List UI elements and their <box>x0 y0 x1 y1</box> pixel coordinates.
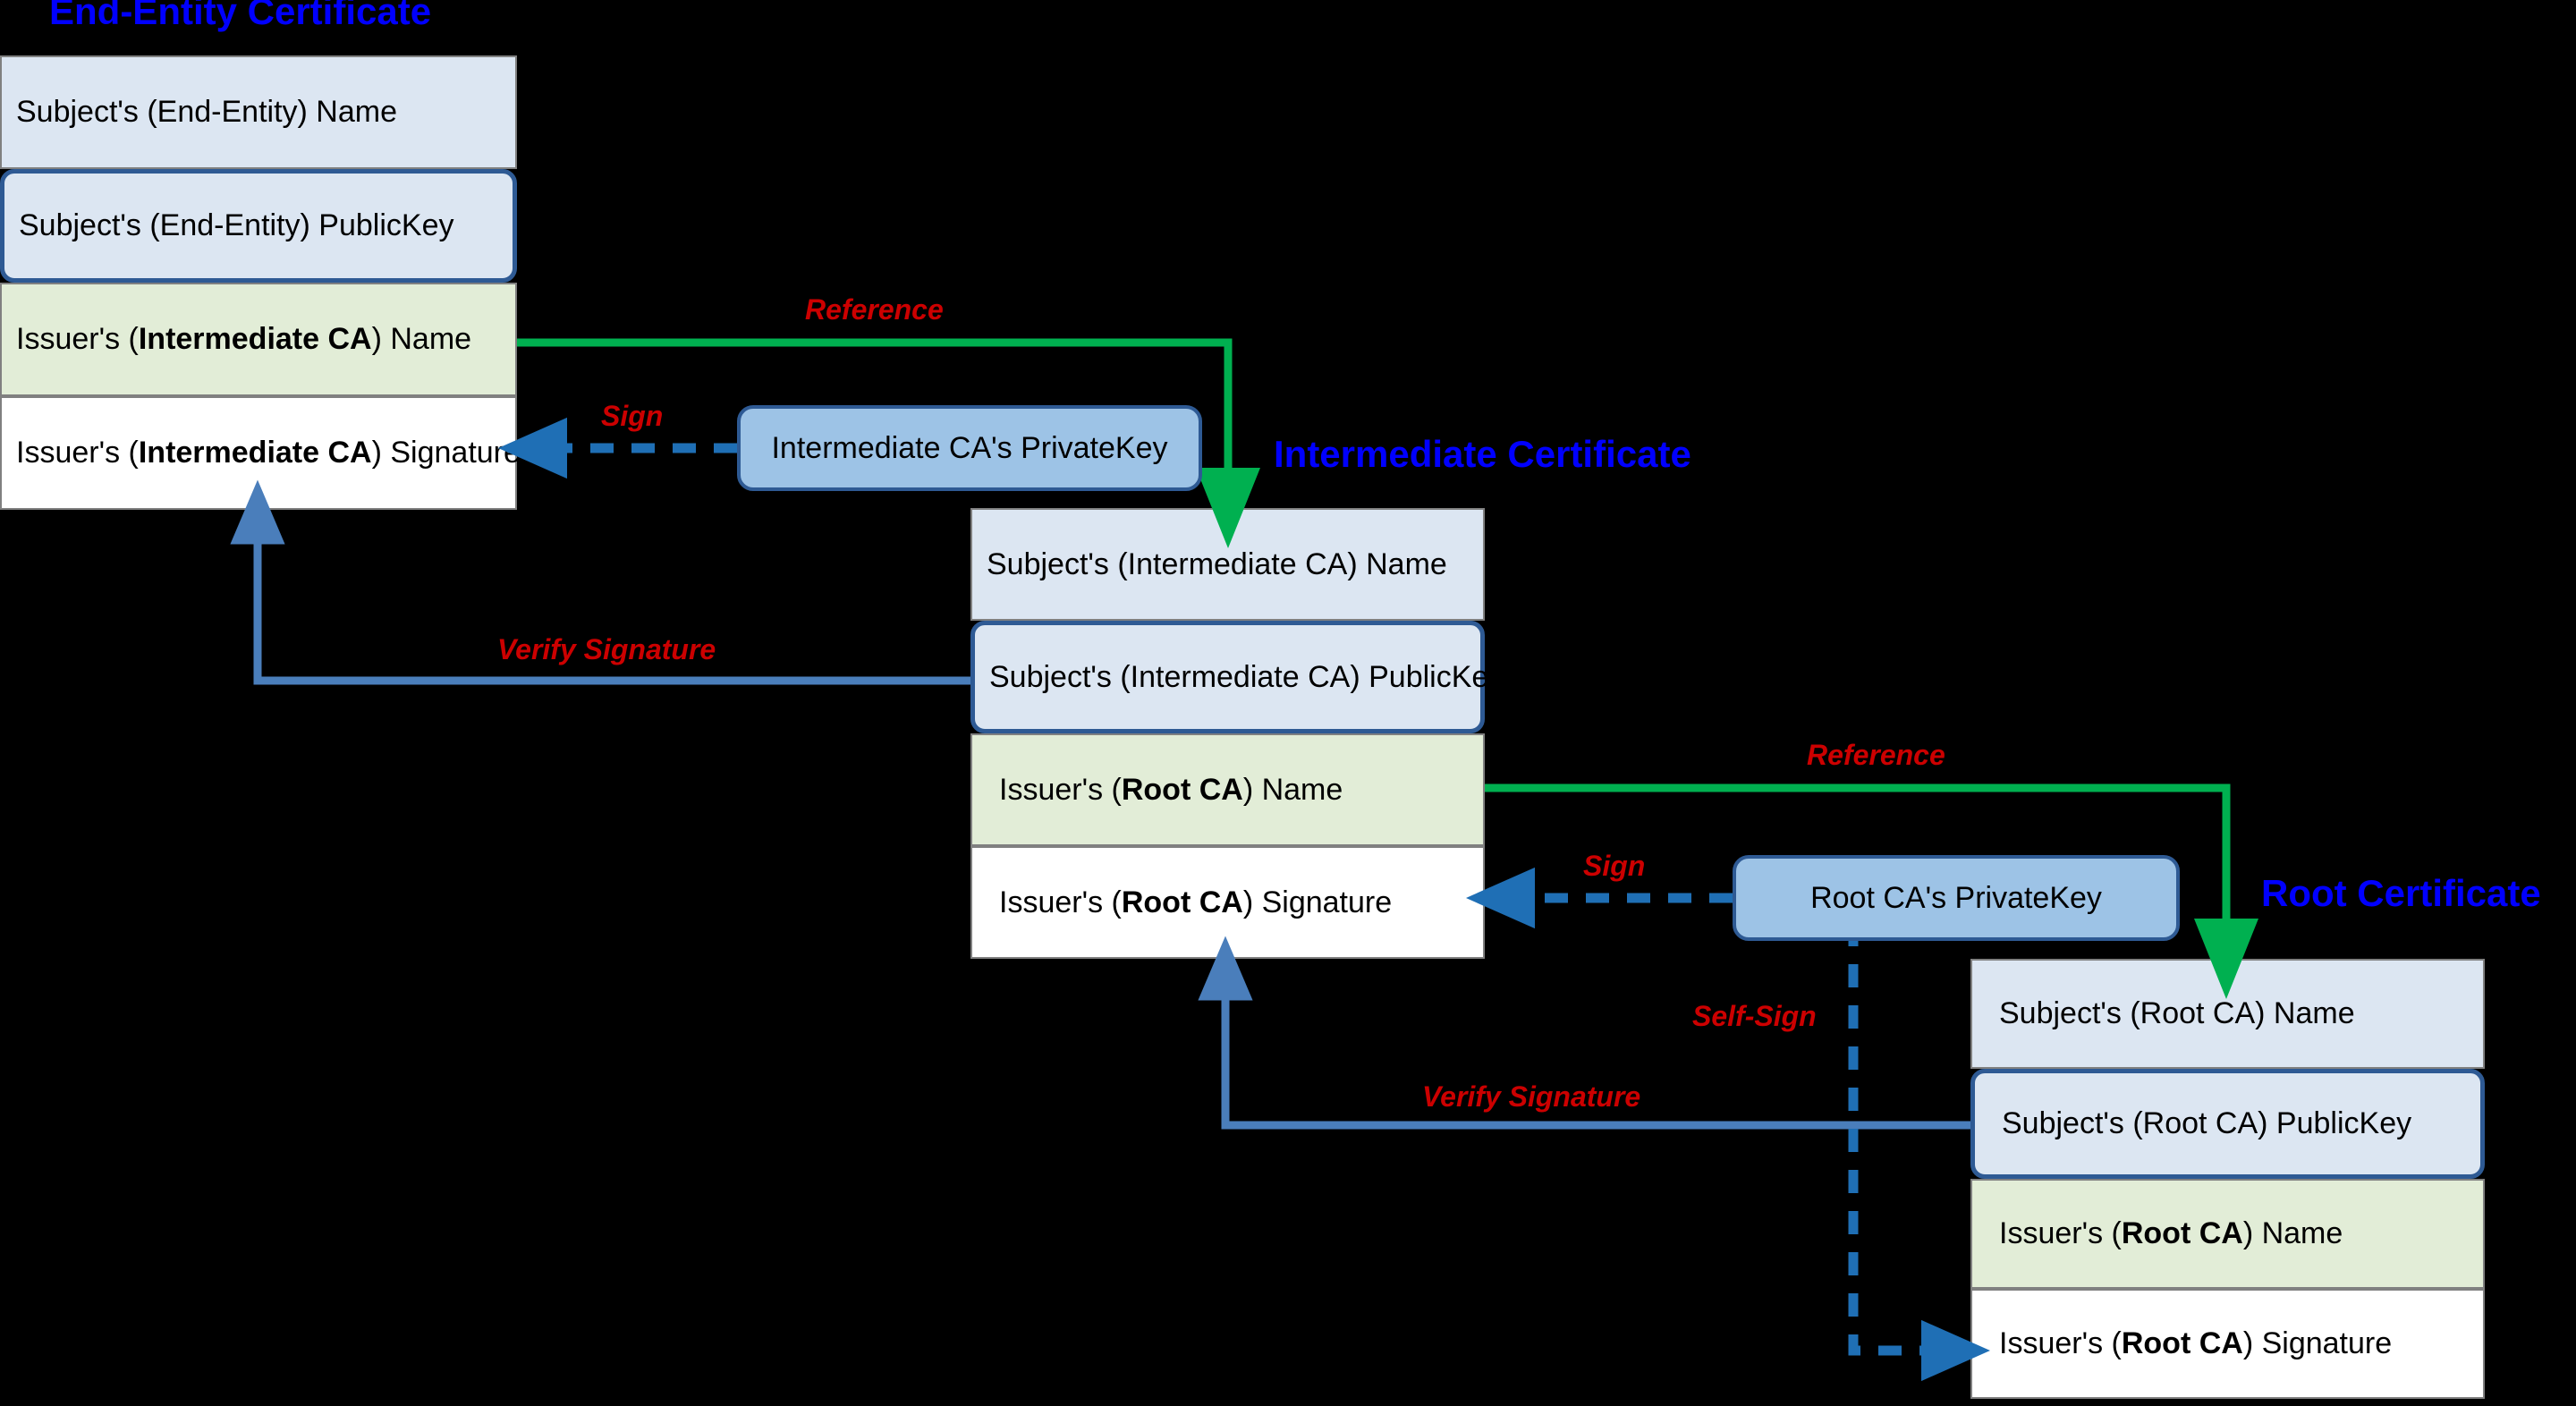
cert-row-ee-subject-name[interactable]: Subject's (End-Entity) Name <box>0 55 517 169</box>
cert-row-label: Subject's (End-Entity) PublicKey <box>19 208 454 242</box>
edge-label-root-self-sign: Self-Sign <box>1692 1000 1817 1032</box>
cert-row-label: Subject's (Root CA) Name <box>1999 996 2355 1030</box>
cert-row-rc-issuer-name[interactable]: Issuer's (Root CA) Name <box>1970 1179 2485 1289</box>
edge-label-ee-reference: Reference <box>805 293 944 326</box>
edge-label-ee-sign: Sign <box>601 400 664 432</box>
certificate-intermediate: Subject's (Intermediate CA) Name Subject… <box>970 508 1504 959</box>
cert-row-ic-subject-name[interactable]: Subject's (Intermediate CA) Name <box>970 508 1485 621</box>
cert-row-label: Subject's (End-Entity) Name <box>16 95 397 129</box>
edge-label-ic-reference: Reference <box>1807 739 1945 771</box>
cert-row-label: Issuer's (Root CA) Signature <box>999 885 1393 919</box>
cert-title-end-entity: End-Entity Certificate <box>49 0 432 32</box>
edge-label-ic-verify: Verify Signature <box>1422 1080 1641 1113</box>
cert-row-rc-subject-pubkey[interactable]: Subject's (Root CA) PublicKey <box>1970 1069 2485 1179</box>
certificate-root: Subject's (Root CA) Name Subject's (Root… <box>1970 959 2485 1406</box>
cert-row-rc-subject-name[interactable]: Subject's (Root CA) Name <box>1970 959 2485 1069</box>
cert-row-label: Issuer's (Root CA) Name <box>999 772 1343 807</box>
cert-title-intermediate: Intermediate Certificate <box>1274 433 1691 475</box>
cert-title-root: Root Certificate <box>2261 872 2541 914</box>
cert-row-label: Subject's (Intermediate CA) Name <box>987 546 1447 581</box>
edge-root-self-sign <box>1848 923 1990 1382</box>
cert-row-ee-issuer-signature[interactable]: Issuer's (Intermediate CA) Signature <box>0 396 521 510</box>
cert-row-ee-issuer-name[interactable]: Issuer's (Intermediate CA) Name <box>0 283 517 396</box>
cert-row-rc-issuer-signature[interactable]: Issuer's (Root CA) Signature <box>1970 1289 2485 1399</box>
cert-row-ic-issuer-name[interactable]: Issuer's (Root CA) Name <box>970 733 1485 846</box>
certificate-end-entity: Subject's (End-Entity) Name Subject's (E… <box>0 55 521 510</box>
cert-row-label: Subject's (Root CA) PublicKey <box>2002 1106 2412 1140</box>
privatekey-label: Intermediate CA's PrivateKey <box>771 430 1168 465</box>
cert-row-label: Issuer's (Intermediate CA) Name <box>16 322 472 356</box>
cert-row-label: Subject's (Intermediate CA) PublicKey <box>989 659 1504 694</box>
cert-row-label: Issuer's (Intermediate CA) Signature <box>16 436 521 470</box>
cert-row-ic-issuer-signature[interactable]: Issuer's (Root CA) Signature <box>970 846 1485 959</box>
cert-row-label: Issuer's (Root CA) Signature <box>1999 1326 2393 1360</box>
cert-row-ee-subject-pubkey[interactable]: Subject's (End-Entity) PublicKey <box>0 169 517 283</box>
privatekey-label: Root CA's PrivateKey <box>1810 880 2102 915</box>
edge-label-ee-verify: Verify Signature <box>497 633 716 665</box>
cert-row-label: Issuer's (Root CA) Name <box>1999 1216 2343 1250</box>
privatekey-box-root[interactable]: Root CA's PrivateKey <box>1733 855 2180 941</box>
edge-label-ic-sign: Sign <box>1583 850 1646 882</box>
cert-row-ic-subject-pubkey[interactable]: Subject's (Intermediate CA) PublicKey <box>970 621 1504 733</box>
privatekey-box-intermediate[interactable]: Intermediate CA's PrivateKey <box>737 405 1202 491</box>
